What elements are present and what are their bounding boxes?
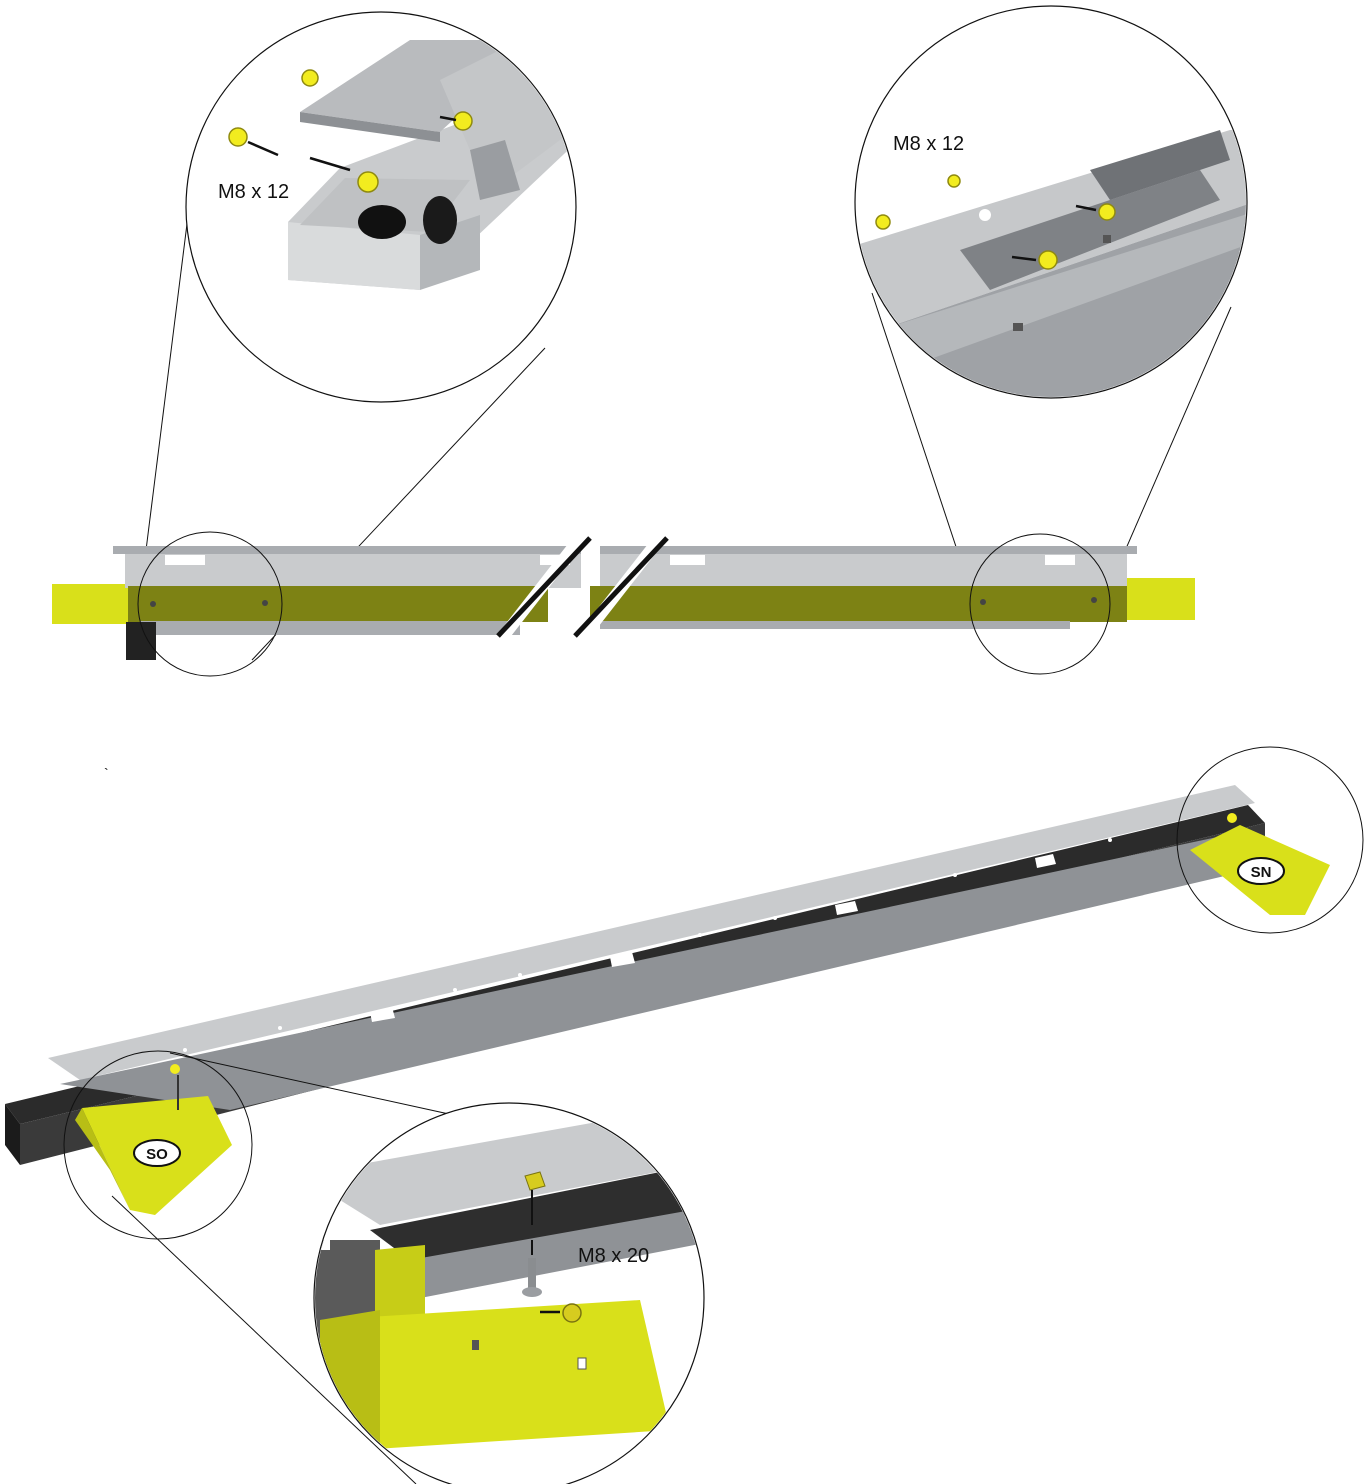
detail-magnifier-top-right: M8 x 12 [854,5,1248,596]
tag-sn-label: SN [1251,864,1272,881]
tag-sn-badge [1237,857,1285,885]
focus-circle-sn: SN [1176,746,1364,934]
stray-mark: ` [104,765,109,781]
side-view-rail [52,531,1195,677]
detail-magnifier-bottom: M8 x 20 [313,1102,705,1484]
end-box-detail [228,20,575,290]
rail-joint-detail [856,130,1246,397]
fastener-label-bottom: M8 x 20 [578,1245,649,1267]
tag-so-badge [133,1139,181,1167]
tag-so-label: SO [146,1146,168,1163]
fastener-label-top-left: M8 x 12 [218,181,289,203]
focus-circle-left [137,531,283,677]
isometric-rail [5,785,1330,1215]
detail-magnifier-top-left: M8 x 12 [140,11,577,661]
fastener-label-top-right: M8 x 12 [893,133,964,155]
focus-circle-right [969,533,1111,675]
